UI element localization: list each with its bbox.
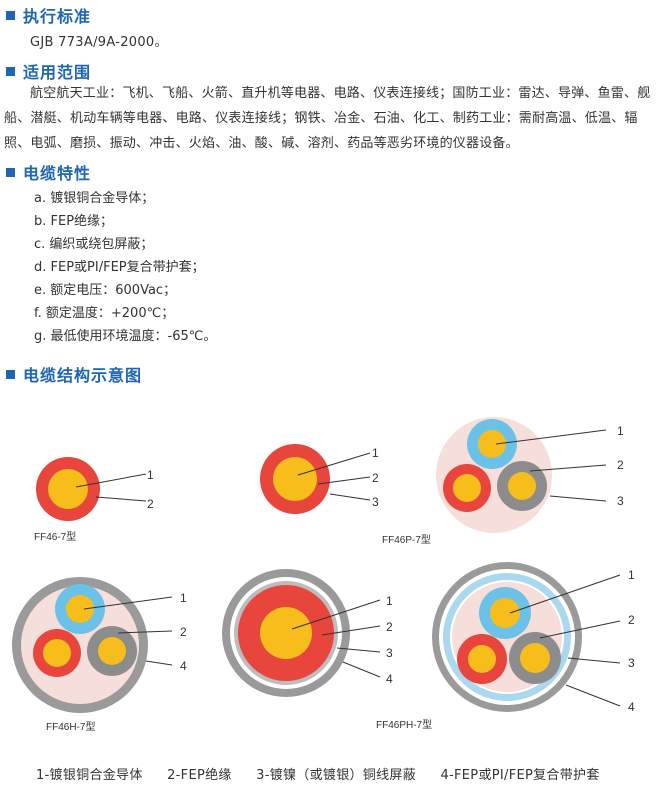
feature-item: b. FEP绝缘； — [34, 214, 114, 229]
cable-three-core: 1 2 3 — [436, 417, 624, 533]
conductor — [260, 607, 312, 659]
feature-item: a. 镀银铜合金导体； — [34, 191, 155, 206]
part-label: 3 — [617, 494, 624, 508]
conductor — [273, 457, 317, 501]
cable-caption: FF46-7型 — [34, 530, 76, 543]
section-standard-heading: 执行标准 — [0, 3, 91, 27]
part-label: 2 — [180, 625, 187, 639]
leader-line — [83, 596, 173, 610]
legend-item: 3-镀镍（或镀银）铜线屏蔽 — [256, 768, 417, 783]
section-title: 适用范围 — [23, 63, 92, 82]
part-label: 1 — [180, 591, 187, 605]
section-bullet-icon — [6, 369, 15, 379]
part-label: 2 — [628, 613, 635, 627]
section-bullet-icon — [6, 167, 15, 177]
feature-item: e. 额定电压：600Vac； — [34, 283, 177, 298]
part-label: 1 — [386, 594, 393, 608]
scope-text: 航空航天工业：飞机、飞船、火箭、直升机等电器、电路、仪表连接线；国防工业：雷达、… — [4, 86, 651, 151]
conductor — [520, 643, 550, 673]
feature-item: d. FEP或PI/FEP复合带护套； — [34, 260, 205, 275]
leader-line — [329, 493, 371, 501]
conductor — [453, 474, 481, 502]
feature-item: c. 编织或绕包屏蔽； — [34, 237, 154, 252]
leader-line — [565, 684, 621, 707]
leader-line — [549, 495, 607, 502]
conductor — [508, 472, 536, 500]
cable-structure-diagram: 1 2 FF46-7型 1 2 3 FF46P-7型 1 2 3 — [12, 417, 635, 733]
conductor — [98, 637, 126, 665]
section-bullet-icon — [6, 66, 15, 76]
leader-line — [297, 452, 371, 476]
conductor — [66, 595, 94, 623]
leader-line — [291, 599, 381, 630]
structure-legend: 1-镀银铜合金导体 2-FEP绝缘 3-镀镍（或镀银）铜线屏蔽 4-FEP或PI… — [36, 764, 620, 783]
leader-line — [336, 647, 381, 653]
leader-line — [317, 476, 371, 485]
part-label: 1 — [617, 424, 624, 438]
cable-single-shielded: 1 2 3 4 — [222, 569, 393, 697]
leader-line — [117, 630, 173, 634]
part-label: 4 — [386, 672, 393, 686]
section-title: 执行标准 — [23, 7, 92, 26]
standard-text: GJB 773A/9A-2000。 — [30, 35, 168, 50]
leader-line — [529, 464, 607, 472]
leader-line — [342, 661, 381, 678]
leader-line — [95, 496, 147, 502]
conductor — [48, 469, 88, 509]
conductor — [490, 598, 520, 628]
part-label: 3 — [386, 646, 393, 660]
conductor — [43, 639, 71, 667]
section-features-heading: 电缆特性 — [0, 160, 91, 184]
cable-ff46-7: 1 2 FF46-7型 — [34, 457, 154, 543]
part-label: 4 — [628, 700, 635, 714]
part-label: 1 — [372, 446, 379, 460]
part-label: 2 — [386, 620, 393, 634]
leader-line — [145, 660, 173, 666]
part-label: 1 — [628, 568, 635, 582]
cable-ff46h-7: 1 2 4 FF46H-7型 — [12, 577, 187, 733]
feature-item: f. 额定温度：+200℃； — [34, 306, 175, 321]
part-label: 4 — [180, 659, 187, 673]
leader-line — [75, 473, 147, 488]
legend-item: 1-镀银铜合金导体 — [36, 768, 143, 783]
cable-ff46ph-7: 1 2 3 4 FF46PH-7型 — [376, 562, 635, 731]
section-title: 电缆特性 — [23, 164, 92, 183]
part-label: 3 — [372, 495, 379, 509]
cable-caption: FF46PH-7型 — [376, 718, 432, 731]
leader-line — [509, 574, 621, 614]
section-scope-heading: 适用范围 — [0, 59, 91, 83]
section-bullet-icon — [6, 10, 15, 20]
part-label: 2 — [617, 458, 624, 472]
leader-line — [567, 657, 621, 664]
conductor — [468, 645, 496, 673]
cable-caption: FF46H-7型 — [46, 720, 95, 733]
leader-line — [539, 620, 621, 639]
section-title: 电缆结构示意图 — [23, 366, 143, 385]
leader-line — [321, 625, 381, 636]
legend-item: 4-FEP或PI/FEP复合带护套 — [440, 768, 600, 783]
conductor — [478, 430, 506, 458]
part-label: 1 — [147, 468, 154, 482]
legend-item: 2-FEP绝缘 — [167, 768, 232, 783]
part-label: 2 — [147, 497, 154, 511]
part-label: 3 — [628, 656, 635, 670]
part-label: 2 — [372, 471, 379, 485]
cable-ff46p-7: 1 2 3 FF46P-7型 — [260, 444, 431, 546]
section-structure-heading: 电缆结构示意图 — [0, 362, 142, 386]
leader-line — [495, 429, 607, 445]
cable-caption: FF46P-7型 — [382, 533, 431, 546]
feature-item: g. 最低使用环境温度：-65℃。 — [34, 329, 217, 344]
